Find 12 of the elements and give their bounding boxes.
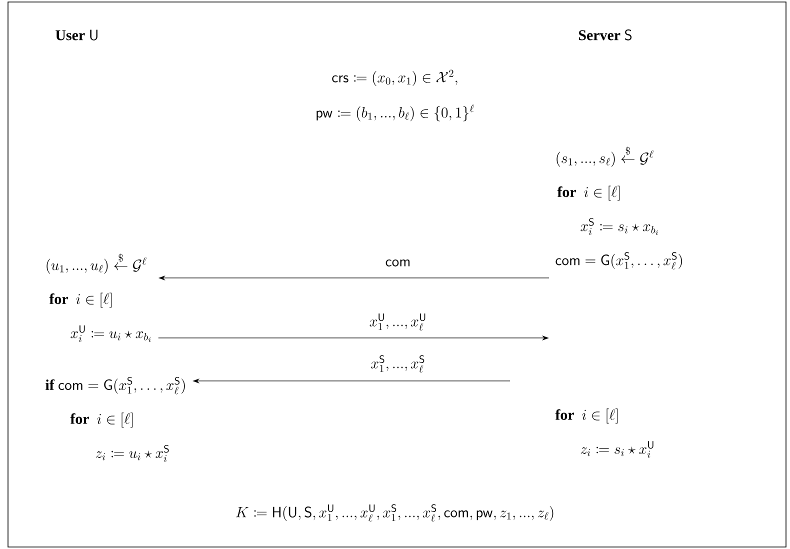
- edge-label: $\mathsf{com}$: [386, 259, 410, 266]
- party-heading: $\textbf{Server}\ \mathsf{S}$: [579, 29, 632, 40]
- computation-steps: $(u_1, ..., u_\ell) \overset{\$}{\leftarrow} \mathcal{G}^\ell$ $\textbf{for}\ \ i \in [\ell]$ $x_i^{\mathsf{U}} \coloneqq u_i \star x_{b_i}$: [46, 254, 151, 342]
- setup-formula: $\mathsf{pw} \coloneqq (b_1, ..., b_\ell) \in \{0,1\}^\ell$: [316, 104, 474, 122]
- computation-steps: $(s_1, ..., s_\ell) \overset{\$}{\leftarrow} \mathcal{G}^\ell$ $\textbf{for}\ \ i \in [\ell]$ $x_i^{\mathsf{S}} \coloneqq s_i \star x_{b_i}$ $\mathsf{com} = \mathsf{G}(x_1^{\mathsf{S}}, \ldots, x_\ell^{\mathsf{S}})$: [556, 146, 682, 270]
- party-heading: $\textbf{User}\ \mathsf{U}$: [56, 30, 98, 40]
- computation-steps: $\textbf{for}\ \ i \in [\ell]$ $z_i \coloneqq s_i \star x_i^{\mathsf{U}}$: [555, 408, 654, 458]
- computation-steps: $\textbf{if}\ \mathsf{com} = \mathsf{G}(x_1^{\mathsf{S}}, \ldots, x_\ell^{\mathsf{S}})$ $\textbf{for}\ \ i \in [\ell]$ $z_i \coloneqq u_i \star x_i^{\mathsf{S}}$: [46, 376, 185, 462]
- edge-label: $x_1^{\mathsf{U}}, ..., x_\ell^{\mathsf{U}}$: [370, 314, 426, 331]
- setup-formula: $\mathsf{crs} \coloneqq (x_0, x_1) \in \mathcal{X}^2,$: [332, 70, 458, 86]
- key-formula: $K \coloneqq \mathsf{H}(\mathsf{U}, \mathsf{S}, x_1^{\mathsf{U}}, ..., x_\ell^{\mathsf{U}}, x_1^{\mathsf{S}}, ..., x_\ell^{\mathsf{S}}, \mathsf{com}, \mathsf{pw}, z_1, ..., z_\ell)$: [236, 504, 554, 522]
- edge-label: $x_1^{\mathsf{S}}, ..., x_\ell^{\mathsf{S}}$: [371, 355, 424, 373]
